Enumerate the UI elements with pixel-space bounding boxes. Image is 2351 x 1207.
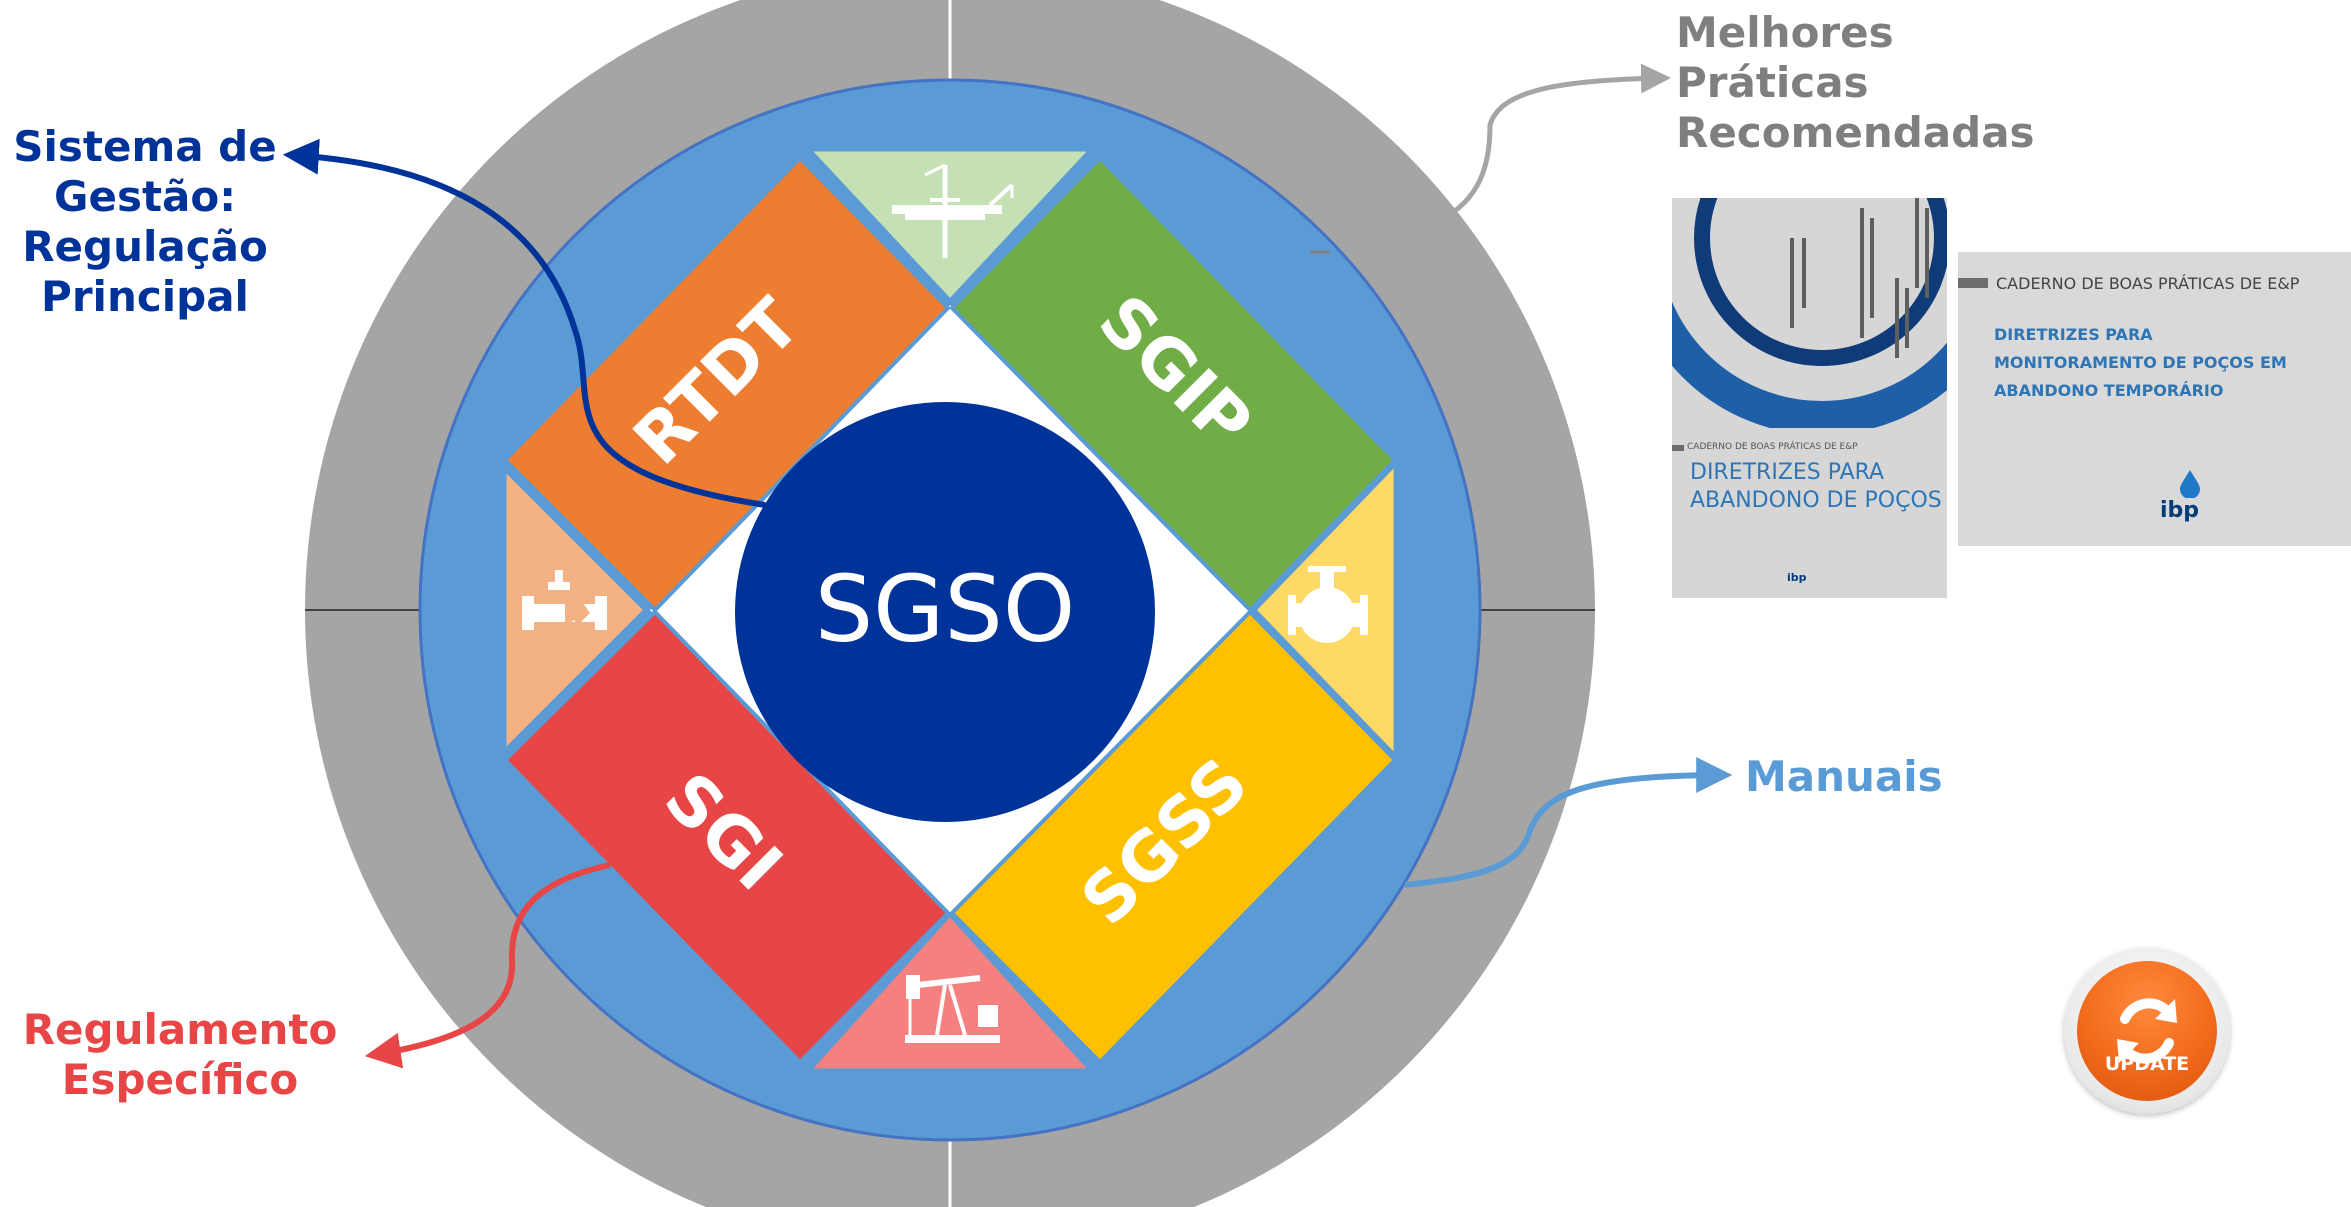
center-label: SGSO — [815, 555, 1076, 662]
cover-series-text: CADERNO DE BOAS PRÁTICAS DE E&P — [1996, 274, 2300, 293]
pump-valve-icon — [1288, 566, 1368, 643]
quadrant-sgss — [949, 609, 1398, 1065]
center-circle — [735, 402, 1155, 822]
update-badge[interactable]: UPDATE — [2064, 948, 2230, 1114]
callout-regulamento: Regulamento Específico — [10, 1005, 350, 1105]
cover-title-line: ABANDONO DE POÇOS — [1690, 488, 1942, 513]
callout-sistema-line: Principal — [41, 272, 249, 321]
callout-sistema-line: Regulação — [22, 222, 268, 271]
callout-manuais-line: Manuais — [1745, 752, 1943, 801]
callout-melhores-line: Práticas — [1676, 58, 1869, 107]
callout-sistema-line: Gestão: — [53, 172, 237, 221]
callout-melhores-line: Melhores — [1676, 8, 1894, 57]
callout-manuais: Manuais — [1745, 752, 1965, 802]
cover-logo: ibp — [2160, 498, 2200, 523]
cover-title-line: ABANDONO TEMPORÁRIO — [1994, 381, 2224, 400]
icon-triangle-bottom — [806, 912, 1094, 1072]
pumpjack-icon — [905, 975, 1000, 1043]
cover-logo: ibp — [1787, 571, 1807, 584]
refresh-icon — [2117, 998, 2177, 1064]
document-cover-monitoramento: CADERNO DE BOAS PRÁTICAS DE E&P DIRETRIZ… — [1958, 252, 2351, 546]
oil-rig-icon — [892, 163, 1014, 258]
callout-melhores-line: Recomendadas — [1676, 108, 2035, 157]
connector-sistema — [282, 138, 766, 508]
cover-title-line: DIRETRIZES PARA — [1690, 460, 1885, 485]
valve-icon — [522, 570, 607, 630]
cover-graphic — [1672, 198, 1947, 428]
cover-title-line: DIRETRIZES PARA — [1994, 325, 2153, 344]
callout-melhores: Melhores Práticas Recomendadas — [1676, 8, 2056, 158]
document-cover-abandono: CADERNO DE BOAS PRÁTICAS DE E&P DIRETRIZ… — [1672, 198, 1947, 598]
callout-sistema-line: Sistema de — [13, 122, 277, 171]
callout-sistema: Sistema de Gestão: Regulação Principal — [5, 122, 285, 322]
callout-regulamento-line: Específico — [61, 1055, 299, 1104]
cover-title-line: MONITORAMENTO DE POÇOS EM — [1994, 353, 2287, 372]
connector-regulamento — [364, 862, 611, 1069]
ibp-drop-icon — [2180, 470, 2200, 498]
update-label: UPDATE — [2104, 1053, 2190, 1075]
connector-melhores — [1438, 63, 1671, 223]
quadrant-sgi — [502, 609, 951, 1065]
connector-manuais — [1404, 757, 1733, 888]
update-badge-inner: UPDATE — [2077, 961, 2217, 1101]
cover-series-text: CADERNO DE BOAS PRÁTICAS DE E&P — [1687, 442, 1858, 452]
callout-regulamento-line: Regulamento — [22, 1005, 338, 1054]
icon-triangle-top — [806, 148, 1094, 303]
